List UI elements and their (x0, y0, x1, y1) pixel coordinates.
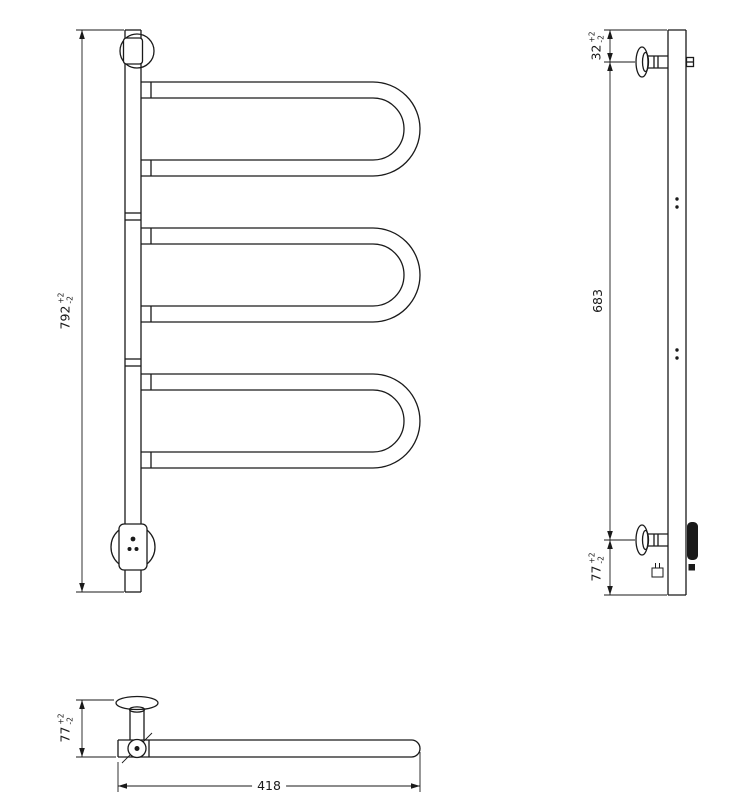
dim-side-lines (604, 29, 667, 596)
dim-tolerance: +2 -2 (587, 31, 605, 43)
side-post (667, 29, 687, 596)
side-bottom-wall-bracket (635, 524, 668, 556)
side-view (635, 29, 698, 596)
front-control-unit (110, 523, 156, 571)
dim-overall-height-lines (76, 29, 124, 593)
dim-value: 32 (588, 44, 604, 61)
front-view (110, 29, 421, 593)
dim-value: 418 (257, 777, 281, 793)
dim-value: 683 (589, 289, 605, 313)
dim-mount-span-label: 683 (589, 289, 605, 313)
towel-loop-1 (141, 81, 421, 177)
front-top-mount (119, 33, 155, 69)
dim-value: 77 (588, 565, 604, 582)
towel-loop-3 (141, 373, 421, 469)
dim-top-offset-label: 32 +2 -2 (587, 31, 605, 61)
dim-value: 792 (57, 305, 73, 330)
bottom-view (115, 695, 421, 764)
side-top-wall-bracket (635, 46, 695, 78)
dim-value: 77 (57, 726, 73, 743)
dim-bottom-offset-label: 77 +2 -2 (587, 552, 605, 582)
side-heating-element (687, 522, 698, 571)
towel-loop-2 (141, 227, 421, 323)
dim-overall-width-label: 418 (252, 777, 286, 793)
dim-tolerance: +2 -2 (56, 292, 74, 304)
bottom-bar (117, 739, 421, 758)
dim-overall-height-label: 792 +2 -2 (56, 292, 74, 330)
dim-tolerance: +2 -2 (587, 552, 605, 564)
dim-depth-label: 77 +2 -2 (56, 713, 74, 743)
dimension-lines (76, 29, 667, 792)
side-plug-icon (651, 563, 664, 578)
front-post (124, 29, 142, 593)
bottom-swivel-mount (115, 695, 159, 764)
dim-depth-lines (76, 699, 116, 758)
dim-tolerance: +2 -2 (56, 713, 74, 725)
